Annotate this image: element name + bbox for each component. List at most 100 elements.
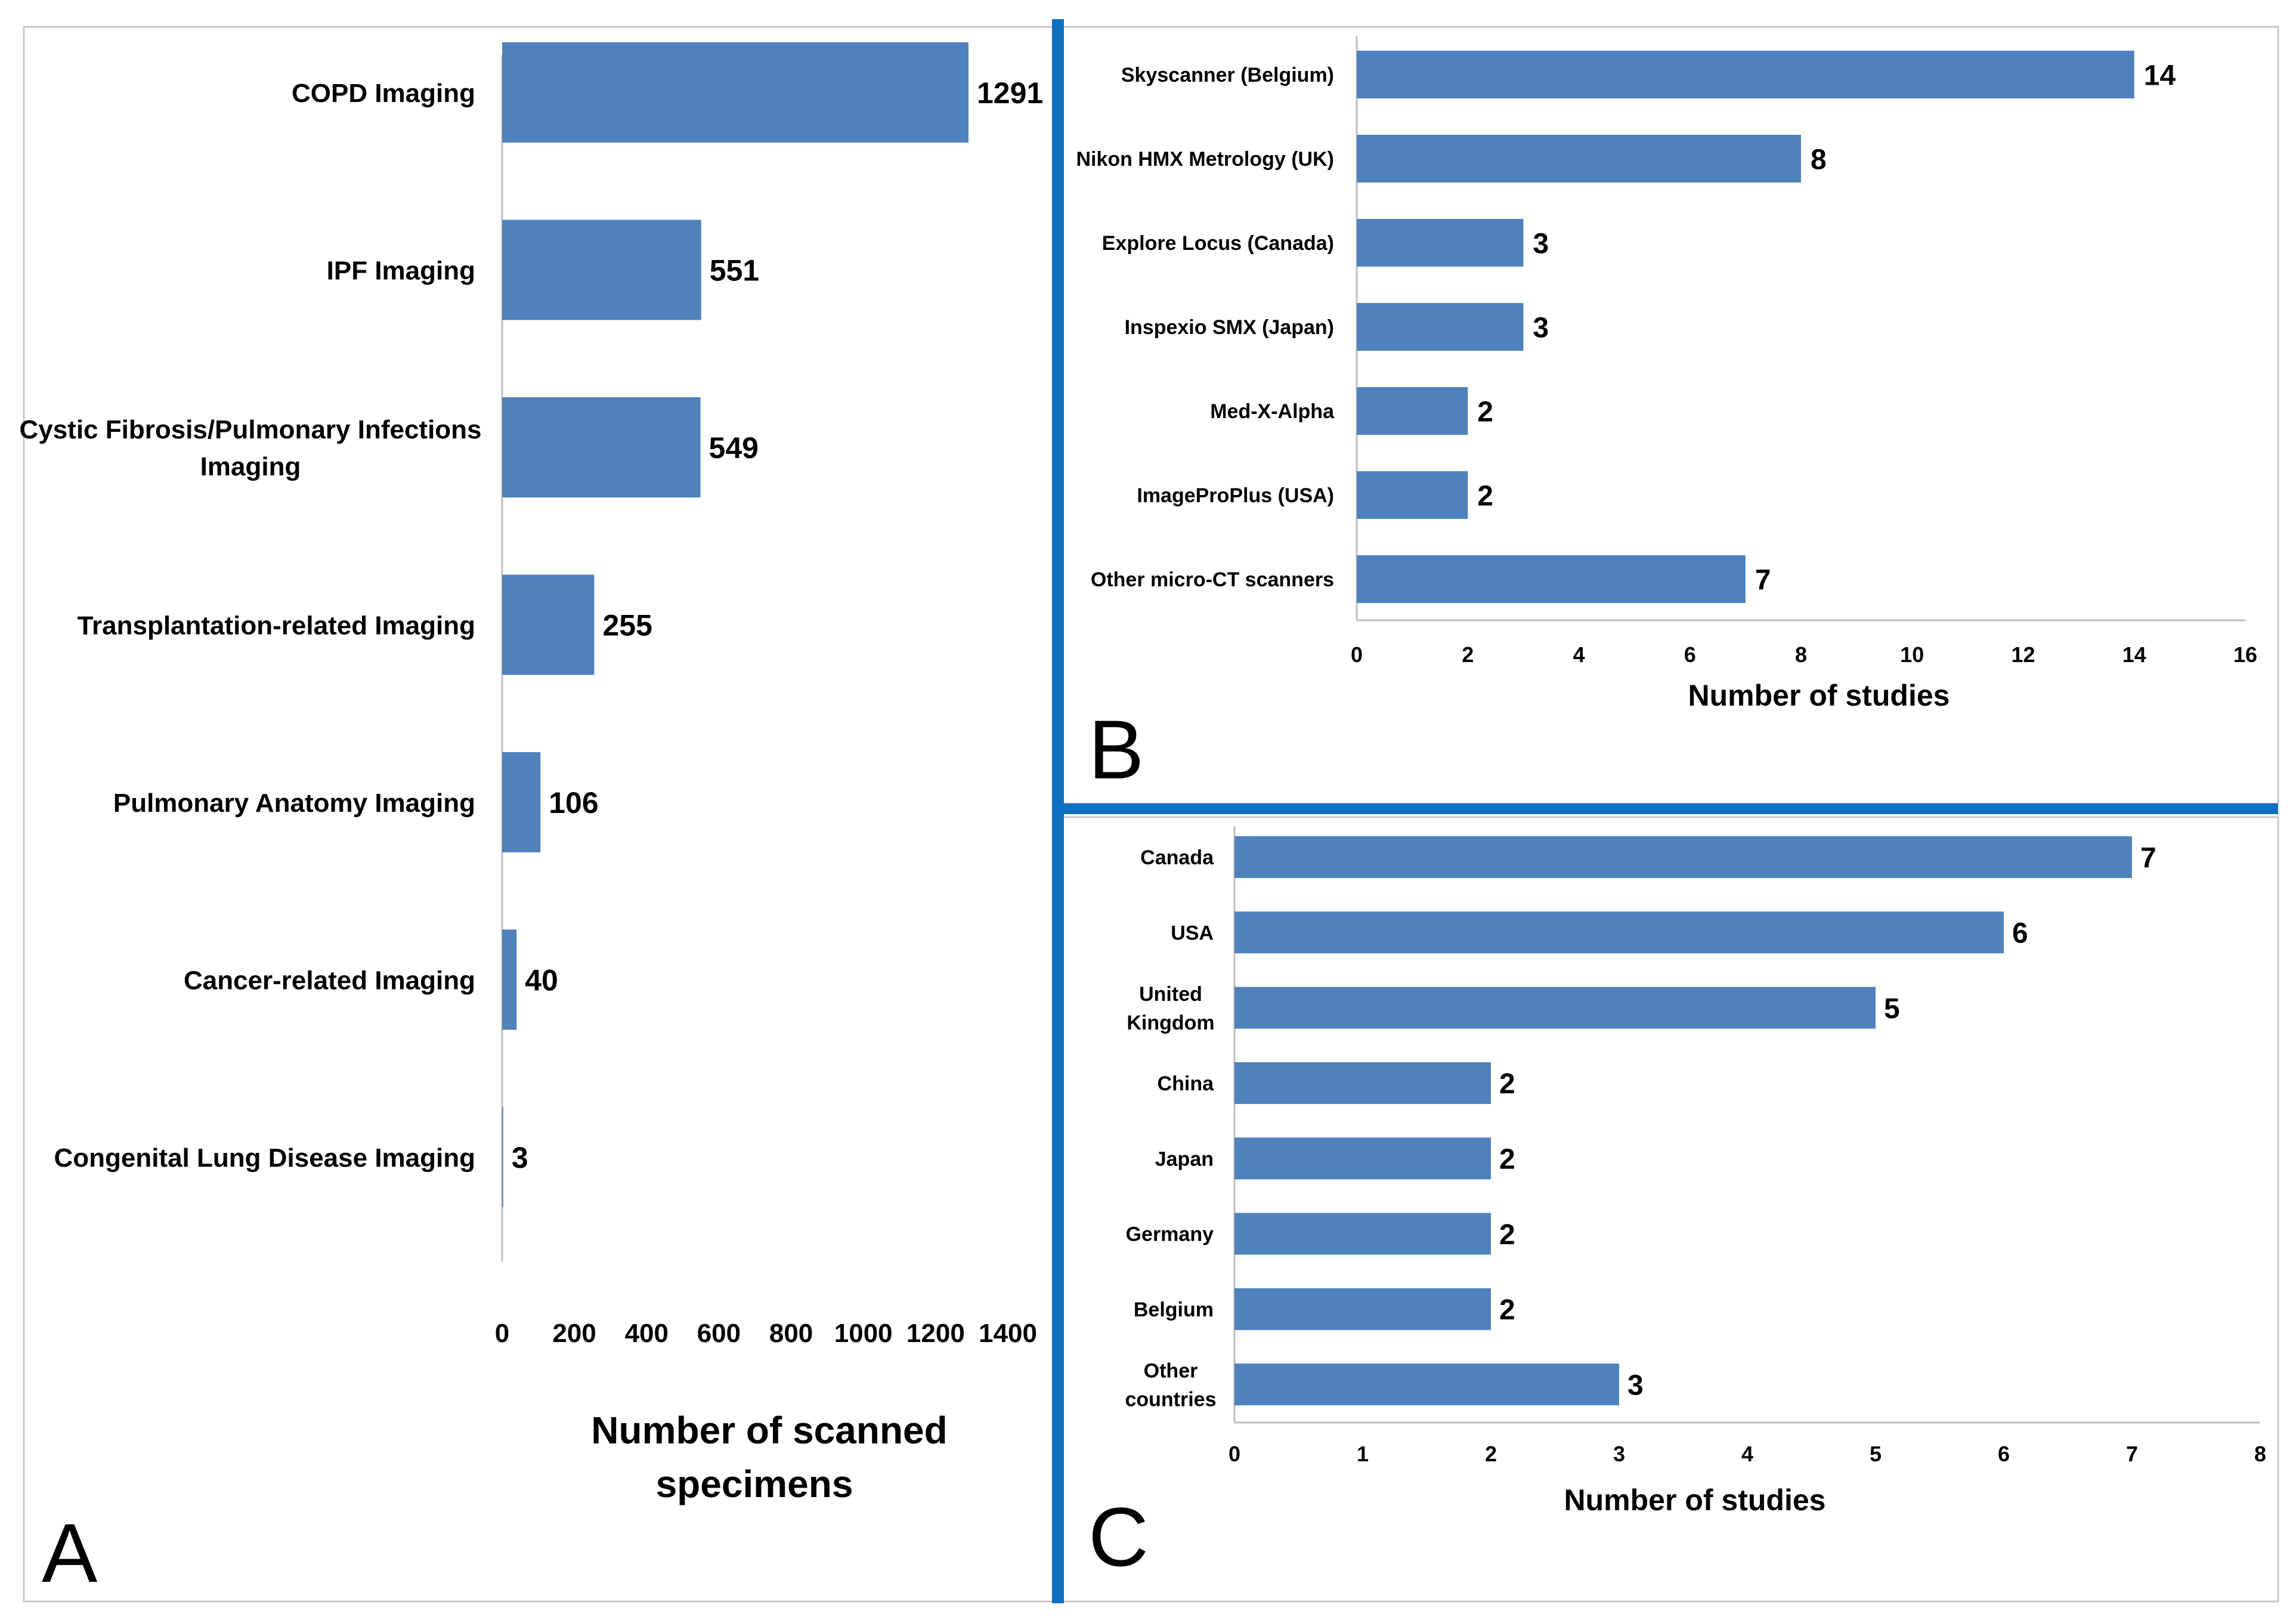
- panel-c-tick-label: 6: [1998, 1442, 2010, 1466]
- panel-a-category-label: Imaging: [200, 452, 301, 481]
- vertical-divider: [1052, 19, 1064, 1603]
- panel-b-letter: B: [1088, 703, 1144, 796]
- panel-a-tick-label: 1400: [979, 1319, 1037, 1348]
- panel-a-data-label: 40: [525, 964, 558, 997]
- panel-c-category-label: USA: [1171, 922, 1214, 945]
- panel-a-tick-label: 1200: [906, 1319, 965, 1348]
- panel-b-tick-labels: 0 2 4 6 8 10 12 14 16: [1351, 642, 2257, 667]
- panel-b-tick-label: 10: [1900, 642, 1924, 667]
- panel-a-bar: [502, 219, 701, 320]
- panel-a-category-label: Cancer-related Imaging: [184, 966, 475, 995]
- panel-a-data-label: 106: [549, 786, 598, 820]
- horizontal-divider: [1063, 803, 2278, 814]
- panel-a-data-label: 1291: [977, 76, 1043, 110]
- panel-b-tick-label: 6: [1684, 642, 1696, 667]
- panel-c-data-label: 6: [2012, 918, 2028, 950]
- panel-a-bar: [502, 752, 541, 852]
- panel-b-data-label: 14: [2144, 60, 2176, 91]
- panel-c-category-label: China: [1158, 1072, 1215, 1095]
- panel-b-bar: [1357, 303, 1524, 351]
- panel-b-category-label: Other micro-CT scanners: [1091, 568, 1334, 591]
- panel-c-data-label: 3: [1627, 1369, 1644, 1401]
- panel-c-tick-label: 3: [1613, 1442, 1625, 1466]
- panel-a-tick-label: 1000: [834, 1319, 893, 1348]
- panel-a-tick-label: 200: [552, 1319, 596, 1348]
- panel-b-bar: [1357, 135, 1801, 183]
- panel-b-category-label: ImageProPlus (USA): [1137, 484, 1334, 507]
- panel-c-category-label: Kingdom: [1127, 1012, 1214, 1034]
- panel-c-category-label: Canada: [1140, 846, 1214, 869]
- panel-a-category-label: Cystic Fibrosis/Pulmonary Infections: [19, 415, 481, 444]
- panel-b-data-label: 2: [1477, 396, 1493, 428]
- panel-b-category-labels: Skyscanner (Belgium) Nikon HMX Metrology …: [1076, 64, 1335, 591]
- panel-c-bars: [1234, 836, 2132, 1406]
- panel-c-x-axis-title: Number of studies: [1564, 1483, 1826, 1517]
- panel-a-data-label: 3: [512, 1141, 528, 1174]
- panel-b-tick-label: 12: [2011, 642, 2035, 667]
- panel-b-bars: [1357, 51, 2134, 603]
- panel-a-tick-label: 0: [495, 1319, 509, 1348]
- panel-b-tick-label: 8: [1795, 642, 1807, 667]
- panel-c-bar: [1234, 1137, 1491, 1180]
- panel-a-bar: [502, 42, 968, 143]
- panel-a-category-label: Congenital Lung Disease Imaging: [54, 1143, 475, 1173]
- panel-a-letter: A: [42, 1506, 98, 1600]
- panel-a-bar: [502, 929, 517, 1030]
- panel-c-data-label: 2: [1499, 1219, 1515, 1251]
- panel-b-x-axis-title: Number of studies: [1688, 679, 1950, 712]
- panel-a-x-axis-title: Number of scanned: [591, 1409, 947, 1452]
- panel-b-chart: Skyscanner (Belgium) Nikon HMX Metrology …: [1076, 36, 2257, 796]
- panel-b-tick-label: 4: [1573, 642, 1585, 667]
- panel-c-bar: [1234, 987, 1876, 1029]
- panel-b-tick-label: 16: [2233, 642, 2257, 667]
- panel-b-category-label: Med-X-Alpha: [1210, 400, 1335, 423]
- panel-b-tick-label: 14: [2122, 642, 2146, 667]
- panel-b-data-label: 3: [1533, 312, 1549, 344]
- panel-b-bar: [1357, 555, 1746, 603]
- panel-c-bar: [1234, 1213, 1491, 1255]
- panel-c-tick-label: 2: [1485, 1442, 1497, 1466]
- panel-c-bar: [1234, 911, 2004, 954]
- panel-c-category-label: Germany: [1126, 1223, 1214, 1246]
- panel-c-data-label: 2: [1499, 1294, 1515, 1326]
- panel-c-category-label: Other: [1144, 1359, 1198, 1382]
- panel-b-bar: [1357, 51, 2134, 98]
- panel-b-bar: [1357, 387, 1468, 435]
- panel-a-bars: [502, 42, 968, 1207]
- panel-b-data-label: 2: [1477, 480, 1493, 512]
- panel-c-letter: C: [1088, 1490, 1149, 1584]
- panel-c-tick-label: 1: [1357, 1442, 1369, 1466]
- panel-a-category-label: IPF Imaging: [327, 256, 475, 285]
- panel-b-category-label: Nikon HMX Metrology (UK): [1076, 148, 1334, 171]
- panel-a-category-label: Pulmonary Anatomy Imaging: [113, 789, 475, 818]
- panel-b-category-label: Inspexio SMX (Japan): [1125, 316, 1334, 339]
- panel-a-bar: [502, 574, 595, 675]
- panel-b-bar: [1357, 219, 1524, 267]
- panel-c-category-label: United: [1139, 983, 1202, 1006]
- panel-c-data-label: 2: [1499, 1143, 1515, 1175]
- panel-c-data-label: 7: [2140, 842, 2156, 874]
- panel-c-bar: [1234, 1288, 1491, 1330]
- panel-b-tick-label: 2: [1462, 642, 1474, 667]
- panel-c-tick-label: 8: [2254, 1442, 2266, 1466]
- panel-c-tick-label: 4: [1741, 1442, 1753, 1466]
- panel-b-category-label: Skyscanner (Belgium): [1121, 64, 1334, 86]
- panel-b-tick-label: 0: [1351, 642, 1363, 667]
- panel-a-tick-label: 800: [769, 1319, 813, 1348]
- panel-b-category-label: Explore Locus (Canada): [1102, 232, 1334, 255]
- panel-b-data-label: 8: [1811, 144, 1827, 175]
- panel-c-category-label: countries: [1125, 1388, 1216, 1411]
- panel-c-data-label: 5: [1884, 993, 1900, 1025]
- panel-c-category-label: Japan: [1155, 1148, 1214, 1170]
- panel-c-category-label: Belgium: [1134, 1298, 1214, 1321]
